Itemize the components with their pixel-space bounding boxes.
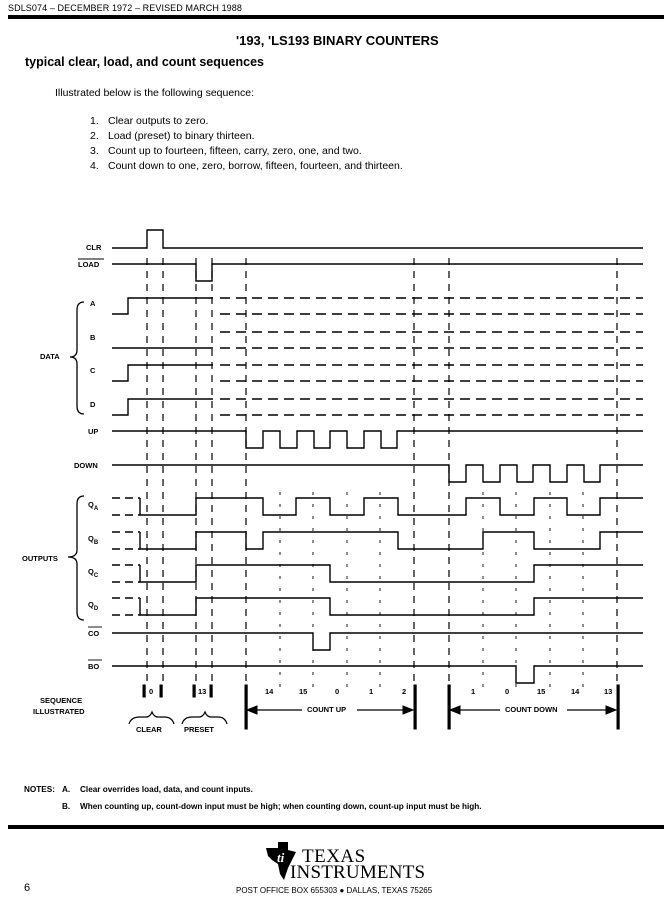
label-qa: QA [88,500,99,512]
seq-value: 2 [402,687,406,696]
document-title: '193, 'LS193 BINARY COUNTERS [236,33,439,48]
label-bo: BO [88,662,99,671]
timing-diagram: CLR LOAD A B C D UP DOWN QA QB QC QD CO … [22,229,643,734]
label-c: C [90,366,96,375]
top-rule [8,15,664,19]
label-qd: QD [88,600,99,612]
label-d: D [90,400,96,409]
outputs-brace [67,495,85,621]
svg-text:ti: ti [277,850,285,865]
step-item: 2.Load (preset) to binary thirteen. [90,130,255,142]
waveform-down [112,464,643,483]
seq-value: 0 [149,687,153,696]
clear-preset-braces [128,710,228,725]
step-item: 1.Clear outputs to zero. [90,115,209,127]
label-qc: QC [88,567,99,579]
label-data-group: DATA [40,352,60,361]
label-illustrated: ILLUSTRATED [33,707,85,716]
page-number: 6 [24,882,31,894]
waveform-d [112,398,213,416]
note-b: B.When counting up, count-down input mus… [62,802,482,811]
label-outputs-group: OUTPUTS [22,554,58,563]
ti-logo-texas: TEXAS [302,846,366,867]
waveforms [112,229,643,684]
seq-value: 15 [299,687,307,696]
label-up: UP [88,427,98,436]
waveform-clr [112,229,643,249]
label-clr: CLR [86,243,102,252]
waveform-load [112,263,643,282]
data-brace [69,301,85,415]
footer-address: POST OFFICE BOX 655303 ● DALLAS, TEXAS 7… [236,886,433,895]
count-down-label: COUNT DOWN [505,705,558,714]
clear-label: CLEAR [136,725,162,734]
seq-value: 13 [604,687,612,696]
seq-value: 0 [335,687,339,696]
label-a: A [90,299,96,308]
preset-brace [181,710,228,725]
seq-value: 14 [571,687,580,696]
label-load: LOAD [78,260,100,269]
sequence-steps: 1.Clear outputs to zero. 2.Load (preset)… [90,114,403,174]
ti-logo-icon: ti [266,842,296,880]
label-qb: QB [88,534,99,546]
waveform-up [112,430,643,449]
waveform-co [112,632,643,651]
seq-value: 0 [505,687,509,696]
preset-label: PRESET [184,725,214,734]
waveform-bo [112,665,643,684]
waveform-qb [139,531,643,550]
waveform-c [112,364,213,382]
seq-value: 13 [198,687,206,696]
seq-value: 15 [537,687,545,696]
label-sequence: SEQUENCE [40,696,82,705]
notes: NOTES:A.Clear overrides load, data, and … [24,781,482,815]
sequence-markers [142,684,620,730]
document-code: SDLS074 – DECEMBER 1972 – REVISED MARCH … [8,3,243,13]
label-down: DOWN [74,461,98,470]
step-item: 4.Count down to one, zero, borrow, fifte… [90,160,403,172]
ti-logo-instruments: INSTRUMENTS [290,862,426,883]
guide-lines [146,258,618,690]
label-co: CO [88,629,99,638]
label-b: B [90,333,96,342]
seq-value: 1 [369,687,373,696]
bottom-rule [8,825,664,829]
waveform-qc [139,564,643,583]
section-heading: typical clear, load, and count sequences [25,55,264,69]
waveform-a [112,297,213,315]
seq-value: 1 [471,687,475,696]
clear-brace [128,710,175,725]
waveform-qd [139,597,643,616]
waveform-qa [139,497,643,516]
intro-text: Illustrated below is the following seque… [55,87,255,99]
seq-value: 14 [265,687,274,696]
note-a: NOTES:A.Clear overrides load, data, and … [24,785,253,794]
step-item: 3.Count up to fourteen, fifteen, carry, … [90,145,362,157]
group-braces [67,301,85,621]
count-up-label: COUNT UP [307,705,346,714]
